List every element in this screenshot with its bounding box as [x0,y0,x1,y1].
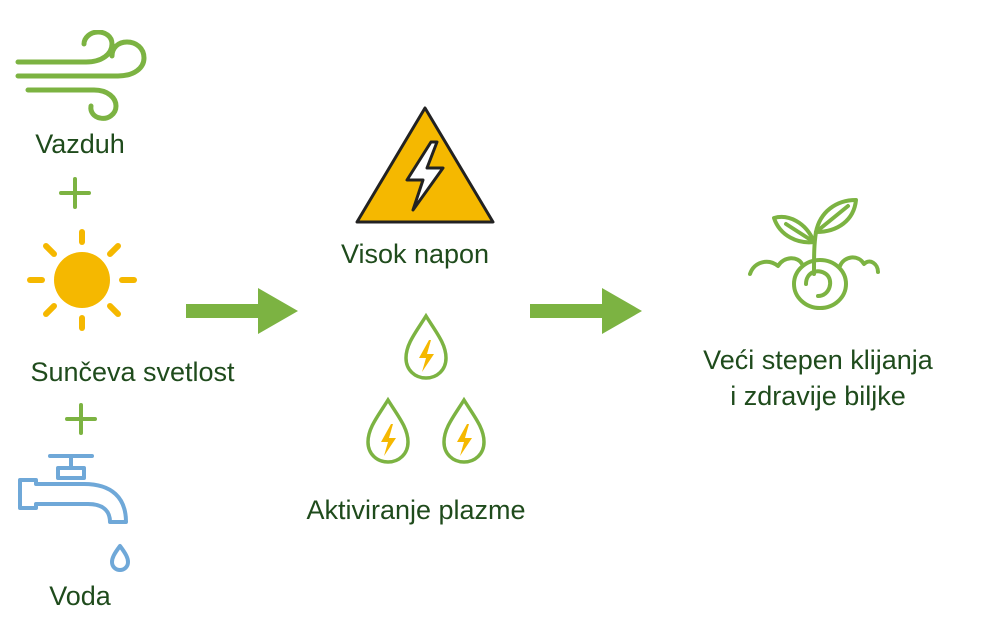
plasma-drop-icon [440,396,488,466]
sprout-icon [744,192,884,322]
high-voltage-label: Visok napon [340,239,490,269]
water-label: Voda [49,581,111,611]
faucet-icon [14,448,139,573]
arrow-right-icon [186,288,298,334]
plus-icon [64,402,98,436]
plus-icon [58,176,92,210]
high-voltage-warning-icon [351,102,499,228]
wind-icon [10,30,150,125]
result-label-line2: i zdravije biljke [730,381,906,411]
plasma-drop-icon [364,396,412,466]
sunlight-label: Sunčeva svetlost [30,357,235,387]
arrow-right-icon [530,288,642,334]
plasma-activation-label: Aktiviranje plazme [306,495,526,525]
plasma-drop-icon [402,312,450,382]
result-label-line1: Veći stepen klijanja [703,345,933,375]
sun-icon [22,228,142,333]
air-label: Vazduh [35,129,125,159]
